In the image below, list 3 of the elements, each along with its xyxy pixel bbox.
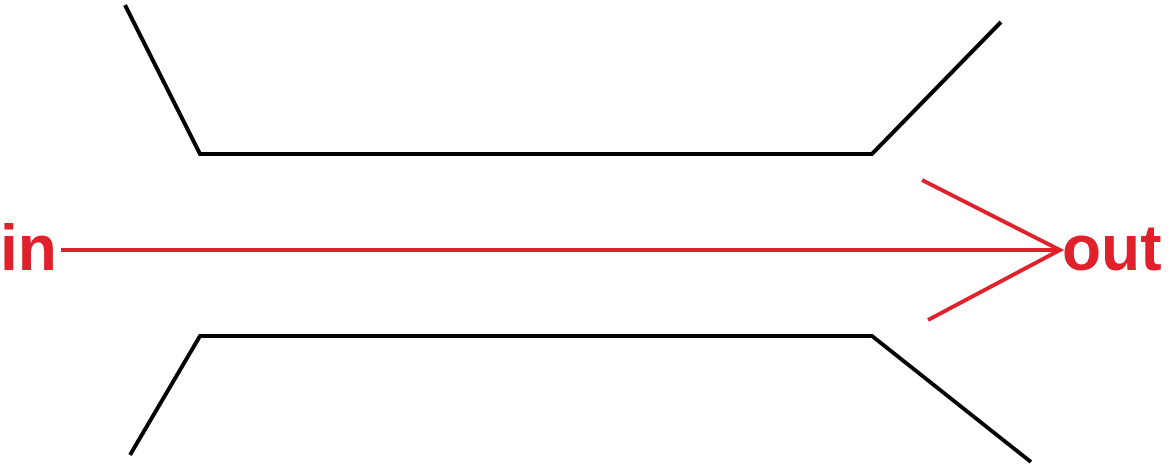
flow-label: in (0, 216, 57, 280)
flow-label: out (1062, 216, 1162, 280)
arrow (61, 178, 1062, 322)
